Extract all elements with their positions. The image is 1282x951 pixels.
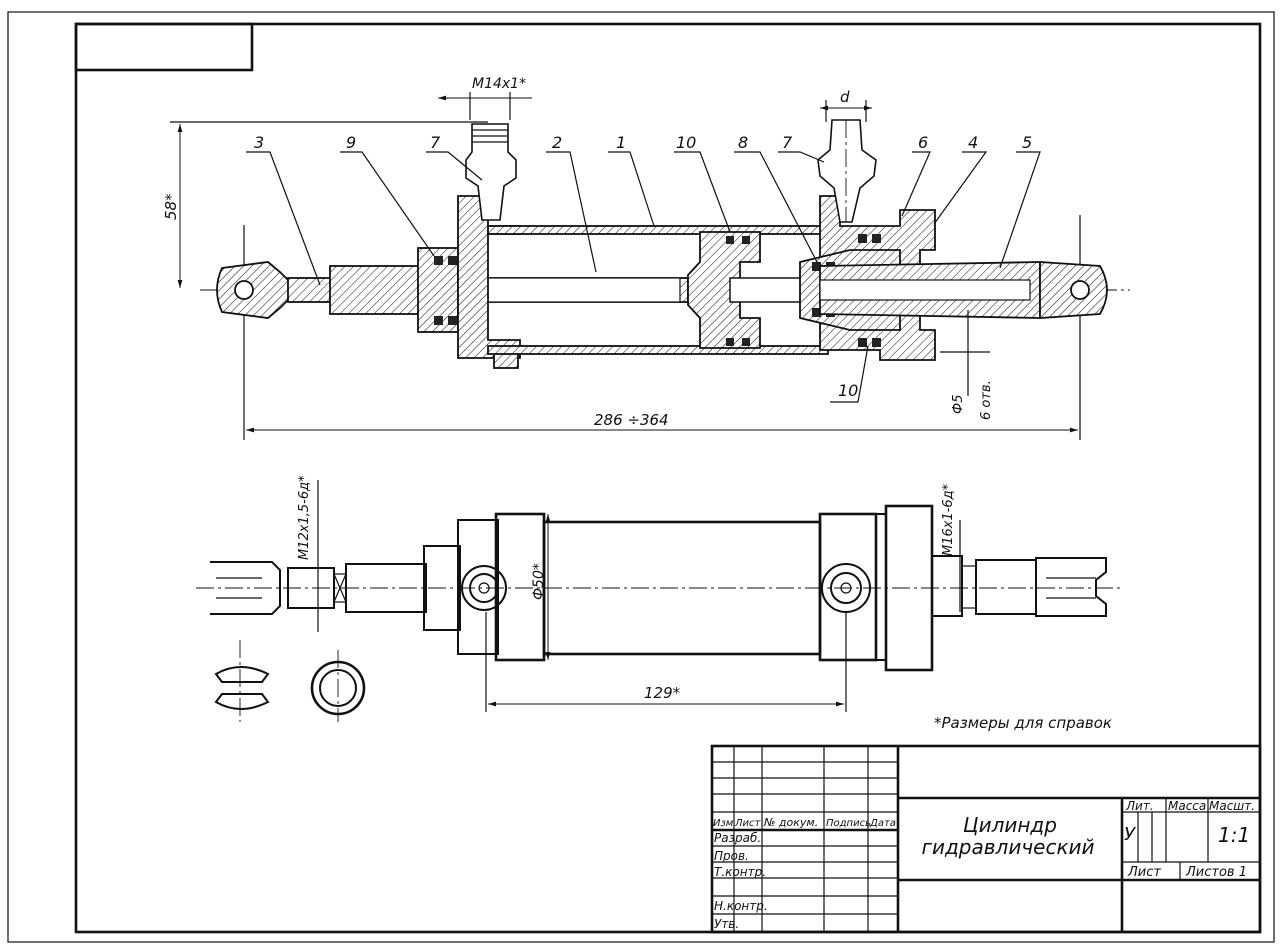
callout-1: 1 [616, 133, 626, 152]
dim-diameter-50: Ф50* [531, 563, 547, 600]
callout-labels: 3 9 7 2 1 10 8 7 6 4 5 10 [254, 133, 1032, 400]
callout-8: 8 [738, 133, 748, 152]
dim-d: d [840, 88, 850, 106]
label-sheet: Лист [1127, 865, 1161, 880]
lit-value: У [1124, 824, 1136, 845]
title-block-labels: Изм Лист № докум. Подпись Дата Разраб. П… [713, 799, 1255, 931]
label-n-dokum: № докум. [763, 816, 818, 829]
label-izm: Изм [713, 818, 734, 829]
label-utv: Утв. [714, 917, 739, 931]
section-view [170, 92, 1130, 440]
drawing-title-line2: гидравлический [921, 835, 1094, 859]
dim-hole: Ф5 [951, 395, 966, 414]
callout-7-left: 7 [430, 133, 441, 152]
dim-height-58: 58* [162, 193, 180, 220]
dim-thread-top: М14х1* [472, 76, 526, 92]
label-massa: Масса [1168, 799, 1206, 813]
label-list: Лист [734, 818, 762, 829]
label-podpis: Подпись [826, 818, 871, 829]
top-left-stamp-box [74, 22, 254, 72]
dim-thread-left: М12х1,5-6д* [297, 475, 312, 560]
callout-3: 3 [254, 133, 264, 152]
sheet-frame [7, 11, 1275, 943]
dim-thread-right: М16х1-6д* [941, 483, 956, 556]
label-data: Дата [869, 818, 896, 829]
callout-6: 6 [918, 133, 928, 152]
label-prov: Пров. [714, 849, 749, 863]
dim-holes-count: 6 отв. [979, 380, 994, 420]
reference-note: *Размеры для справок [934, 714, 1112, 732]
label-masshtab: Масшт. [1209, 799, 1255, 813]
callout-5: 5 [1022, 133, 1032, 152]
external-view [196, 480, 1124, 722]
title-block [710, 744, 1262, 934]
callout-9: 9 [346, 133, 356, 152]
label-n-kontr: Н.контр. [714, 899, 768, 913]
label-sheets: Листов 1 [1185, 865, 1247, 880]
callout-2: 2 [552, 133, 562, 152]
label-razrab: Разраб. [714, 831, 761, 845]
callout-4: 4 [968, 133, 978, 152]
callout-10-bottom: 10 [838, 381, 858, 400]
label-lit: Лит. [1125, 799, 1154, 813]
callout-7-right: 7 [782, 133, 793, 152]
dim-total-length: 286 ÷364 [594, 411, 669, 429]
dim-length-129: 129* [644, 684, 681, 702]
label-t-kontr: Т.контр. [714, 865, 766, 879]
drawing-title-line1: Цилиндр [963, 813, 1057, 837]
scale-value: 1:1 [1218, 823, 1250, 847]
callout-10-top: 10 [676, 133, 696, 152]
